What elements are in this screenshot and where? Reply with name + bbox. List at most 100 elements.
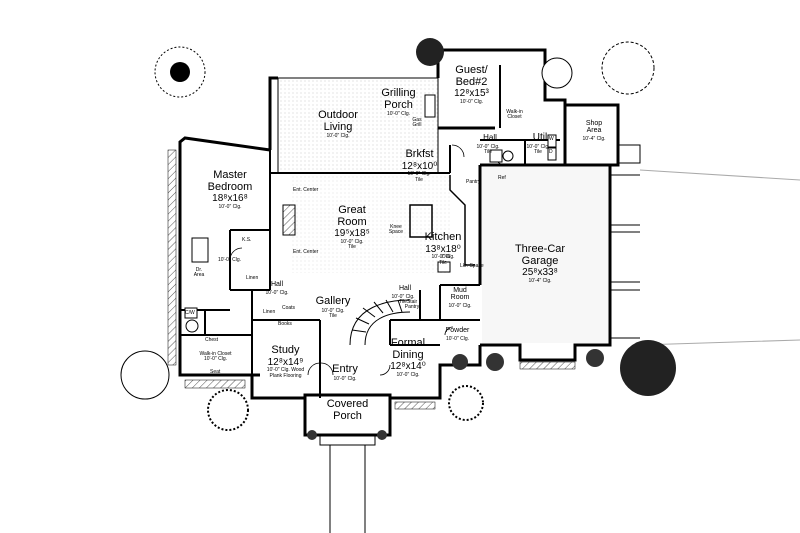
shop-area-ceiling: 10'-4" Clg. bbox=[582, 136, 606, 143]
books-label: Books bbox=[278, 321, 292, 327]
walk-in-closet-name: Walk-in Closet bbox=[199, 351, 232, 357]
study-name: Study bbox=[271, 344, 300, 356]
guest-bed-name: Guest/ Bed#2 bbox=[455, 64, 488, 88]
kitchen-name: Kitchen bbox=[424, 231, 462, 243]
hall-left-name: Hall bbox=[270, 281, 284, 288]
knee-space-label: Knee Space bbox=[388, 224, 404, 236]
tree-bottom-left-dark bbox=[207, 389, 249, 431]
grilling-porch-ceiling: 10'-0" Clg. bbox=[386, 111, 411, 118]
entry-name: Entry bbox=[332, 363, 358, 375]
garage-doors bbox=[610, 174, 640, 339]
great-room-dim: 19⁵x18⁵ bbox=[334, 228, 370, 240]
brkfst-name: Brkfst bbox=[405, 148, 434, 160]
staircase bbox=[349, 299, 411, 346]
hall-top-name: Hall bbox=[483, 133, 497, 142]
walk-in-closet-guest-name: Walk-in Closet bbox=[506, 108, 523, 120]
great-room-ceiling: 10'-0" Clg. Tile bbox=[340, 238, 364, 251]
great-room-tile bbox=[290, 173, 450, 273]
dr-area-label: Dr. Area bbox=[193, 267, 205, 279]
hedge-garage-front bbox=[519, 361, 576, 370]
util-ceiling: 10'-0" Clg. Tile bbox=[526, 143, 550, 156]
gas-grill bbox=[424, 94, 436, 118]
hall-mid-label: Hall 10'-0" Clg. Tile bbox=[390, 278, 420, 305]
walk-in-closet-guest-label: Walk-in Closet bbox=[502, 106, 527, 123]
master-bedroom-ceiling: 10'-0" Clg. bbox=[218, 203, 242, 210]
hall-mid-name: Hall bbox=[398, 285, 412, 292]
formal-dining-dim: 12⁸x14⁰ bbox=[390, 361, 426, 373]
shrubs-porch bbox=[307, 430, 387, 440]
hall-mid-ceiling: 10'-0" Clg. Tile bbox=[391, 293, 415, 306]
driveway-pad bbox=[617, 144, 641, 164]
hedge-left bbox=[167, 149, 177, 366]
garage-name: Three-Car Garage bbox=[514, 243, 566, 267]
guest-bed-ceiling: 10'-0" Clg. bbox=[459, 98, 484, 105]
hall-top-label: Hall 10'-0" Clg. Tile bbox=[475, 128, 505, 155]
garage-floor bbox=[482, 167, 608, 343]
gallery-label: Gallery 10'-0" Clg. Tile bbox=[308, 292, 358, 319]
ks-label: K.S. bbox=[242, 237, 252, 243]
powder-name: Powder bbox=[445, 327, 470, 334]
outdoor-living-label: Outdoor Living 10'-0" Clg. bbox=[298, 109, 378, 140]
coats-label: Coats bbox=[282, 305, 296, 311]
driveway bbox=[639, 169, 800, 346]
tree-bottom-middle bbox=[448, 385, 484, 421]
grilling-porch-name: Grilling Porch bbox=[381, 87, 416, 111]
brkfst-dim: 12⁸x10⁰ bbox=[401, 160, 438, 172]
kitchen-counter bbox=[449, 175, 475, 266]
cw-label: C/W bbox=[185, 310, 195, 316]
tree-bottom-left-outline bbox=[120, 350, 170, 400]
master-hall-ceiling-label: 10'-0" Clg. bbox=[218, 257, 242, 263]
interior-walls bbox=[180, 65, 560, 398]
hedge-front-left bbox=[184, 379, 246, 389]
linen2-label: Linen bbox=[263, 309, 276, 315]
shop-area-name: Shop Area bbox=[585, 120, 603, 135]
w-label: W bbox=[549, 136, 554, 142]
chest-label: Chest bbox=[205, 337, 219, 343]
linen-label: Linen bbox=[246, 275, 259, 281]
d-label: D bbox=[549, 149, 553, 155]
tree-top-left bbox=[154, 46, 206, 98]
entry-label: Entry 10'-0" Clg. bbox=[325, 360, 365, 382]
garage-ceiling: 10'-4" Clg. bbox=[528, 277, 552, 284]
hall-top-ceiling: 10'-0" Clg. Tile bbox=[476, 143, 500, 156]
mud-room-name: Mud Room bbox=[450, 287, 470, 302]
hall-left-label: Hall 10'-0" Clg. bbox=[262, 274, 292, 296]
mud-room-label: Mud Room 10'-0" Clg. bbox=[445, 287, 475, 309]
util-name: Util bbox=[532, 132, 548, 143]
formal-dining-label: Formal Dining 12⁸x14⁰ 10'-0" Clg. bbox=[383, 337, 433, 378]
study-label: Study 12⁸x14⁹ 10'-0" Clg. Wood Plank Flo… bbox=[258, 341, 313, 379]
study-dim: 12⁸x14⁹ bbox=[267, 356, 304, 368]
hall-left-ceiling: 10'-0" Clg. bbox=[265, 289, 289, 296]
outdoor-living-ceiling: 10'-0" Clg. bbox=[326, 133, 350, 140]
great-room-label: Great Room 19⁵x18⁵ 10'-0" Clg. Tile bbox=[322, 204, 382, 251]
study-ceiling: 10'-0" Clg. Wood Plank Flooring bbox=[266, 367, 305, 379]
tree-guest-right bbox=[541, 57, 573, 89]
walk-in-closet-label: Walk-in Closet 10'-0" Clg. bbox=[188, 351, 243, 363]
hedge-front-right bbox=[394, 401, 436, 410]
kitchen-ceiling: 10'-0" Clg. Tile bbox=[431, 254, 455, 266]
brkfst-ceiling: 10'-0" Clg. Tile bbox=[407, 171, 431, 183]
lkr-space-label: Lkr. Space bbox=[460, 263, 484, 269]
powder-ceiling: 10'-0" Clg. bbox=[445, 335, 470, 342]
formal-dining-ceiling: 10'-0" Clg. bbox=[396, 371, 420, 378]
outdoor-living-floor bbox=[277, 77, 439, 174]
grilling-porch-label: Grilling Porch 10'-0" Clg. bbox=[376, 87, 421, 118]
kitchen-dim: 13⁸x18⁰ bbox=[425, 243, 461, 255]
mud-room-ceiling: 10'-0" Clg. bbox=[448, 303, 472, 310]
outdoor-living-name: Outdoor Living bbox=[318, 109, 358, 133]
tree-top-right bbox=[601, 41, 655, 95]
gallery-ceiling: 10'-0" Clg. Tile bbox=[321, 307, 345, 320]
util-label: Util 10'-0" Clg. Tile bbox=[525, 128, 555, 155]
brkfst-label: Brkfst 12⁸x10⁰ 10'-0" Clg. Tile bbox=[392, 145, 447, 183]
shrubs-garage bbox=[452, 349, 604, 371]
gallery-name: Gallery bbox=[315, 295, 351, 307]
ref-label: Ref bbox=[498, 175, 506, 181]
kitchen-label: Kitchen 13⁸x18⁰ 10'-0" Clg. Tile bbox=[418, 228, 468, 266]
master-bedroom-name: Master Bedroom bbox=[207, 169, 253, 193]
seat-label: Seat bbox=[210, 369, 221, 375]
garage-label: Three-Car Garage 25⁸x33⁸ 10'-4" Clg. bbox=[505, 243, 575, 284]
kitchen-island bbox=[409, 204, 433, 238]
guest-bed-label: Guest/ Bed#2 12⁸x15³ 10'-0" Clg. bbox=[444, 64, 499, 105]
garage-dim: 25⁸x33⁸ bbox=[522, 267, 558, 279]
